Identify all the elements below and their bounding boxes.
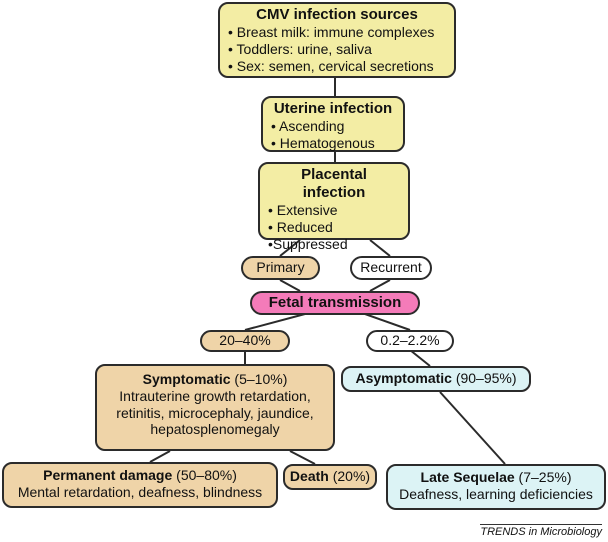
- symptomatic-title: Symptomatic: [142, 371, 231, 387]
- recurrent-rate-pill: 0.2–2.2%: [366, 330, 454, 352]
- primary-infection-pill: Primary: [241, 256, 320, 280]
- death-pct: (20%): [328, 468, 371, 484]
- link-fetal-rate-recurrent: [364, 313, 411, 331]
- link-primary-fetal: [279, 279, 301, 292]
- recurrent-infection-pill: Recurrent: [350, 256, 432, 280]
- death-title: Death: [289, 468, 329, 484]
- primary-rate-pill: 20–40%: [200, 330, 290, 352]
- death-box: Death (20%): [283, 464, 377, 490]
- asymptomatic-title: Asymptomatic: [355, 370, 452, 386]
- recurrent-label: Recurrent: [360, 259, 422, 275]
- cmv-sources-box: CMV infection sources • Breast milk: imm…: [218, 2, 456, 78]
- link-recurrent-fetal: [369, 279, 391, 292]
- fetal-transmission-label: Fetal transmission: [268, 294, 402, 311]
- link-rate-asymptomatic: [409, 349, 431, 367]
- recurrent-rate-label: 0.2–2.2%: [380, 332, 440, 348]
- link-placental-primary: [279, 239, 301, 257]
- placental-infection-title: Placental infection: [301, 166, 367, 201]
- late-sequelae-title: Late Sequelae: [420, 469, 515, 485]
- permanent-damage-heading: Permanent damage (50–80%): [8, 467, 272, 484]
- asymptomatic-pct: (90–95%): [451, 370, 517, 386]
- uterine-item: • Ascending: [271, 118, 345, 134]
- cmv-source-item: • Breast milk: immune complexes: [228, 24, 435, 40]
- link-symptomatic-permanent: [149, 450, 171, 463]
- late-sequelae-heading: Late Sequelae (7–25%): [392, 469, 600, 486]
- primary-label: Primary: [256, 259, 305, 275]
- uterine-infection-box: Uterine infection • Ascending • Hematoge…: [261, 96, 405, 152]
- fetal-transmission-pill: Fetal transmission: [250, 291, 420, 315]
- symptomatic-item: Intrauterine growth retardation,: [119, 387, 311, 404]
- uterine-infection-title: Uterine infection: [273, 100, 393, 117]
- asymptomatic-box: Asymptomatic (90–95%): [341, 366, 531, 392]
- late-sequelae-box: Late Sequelae (7–25%) Deafness, learning…: [386, 464, 606, 510]
- cmv-source-item: • Toddlers: urine, saliva: [228, 40, 372, 57]
- placental-item: • Extensive: [268, 202, 338, 218]
- link-fetal-rate-primary: [244, 313, 306, 331]
- symptomatic-item: hepatosplenomegaly: [150, 421, 280, 438]
- symptomatic-heading: Symptomatic (5–10%): [101, 371, 329, 388]
- symptomatic-box: Symptomatic (5–10%) Intrauterine growth …: [95, 364, 335, 451]
- asymptomatic-heading: Asymptomatic (90–95%): [347, 370, 525, 387]
- placental-item: •Suppressed: [268, 235, 348, 252]
- cmv-sources-title: CMV infection sources: [256, 6, 418, 23]
- placental-item: • Reduced: [268, 218, 333, 235]
- uterine-item: • Hematogenous: [271, 134, 375, 151]
- cmv-source-item: • Sex: semen, cervical secretions: [228, 57, 434, 74]
- primary-rate-label: 20–40%: [219, 332, 271, 348]
- permanent-damage-box: Permanent damage (50–80%) Mental retarda…: [2, 462, 278, 508]
- link-asymptomatic-sequelae: [439, 391, 506, 465]
- link-placental-recurrent: [369, 239, 391, 257]
- placental-infection-box: Placental infection • Extensive • Reduce…: [258, 162, 410, 252]
- permanent-damage-pct: (50–80%): [172, 467, 237, 483]
- death-heading: Death (20%): [289, 468, 371, 485]
- link-symptomatic-death: [289, 450, 316, 465]
- journal-credit: TRENDS in Microbiology: [480, 524, 602, 538]
- permanent-damage-detail: Mental retardation, deafness, blindness: [17, 483, 263, 500]
- symptomatic-item: retinitis, microcephaly, jaundice,: [116, 404, 314, 421]
- late-sequelae-detail: Deafness, learning deficiencies: [399, 485, 593, 502]
- symptomatic-pct: (5–10%): [230, 371, 288, 387]
- late-sequelae-pct: (7–25%): [514, 469, 572, 485]
- permanent-damage-title: Permanent damage: [43, 467, 173, 483]
